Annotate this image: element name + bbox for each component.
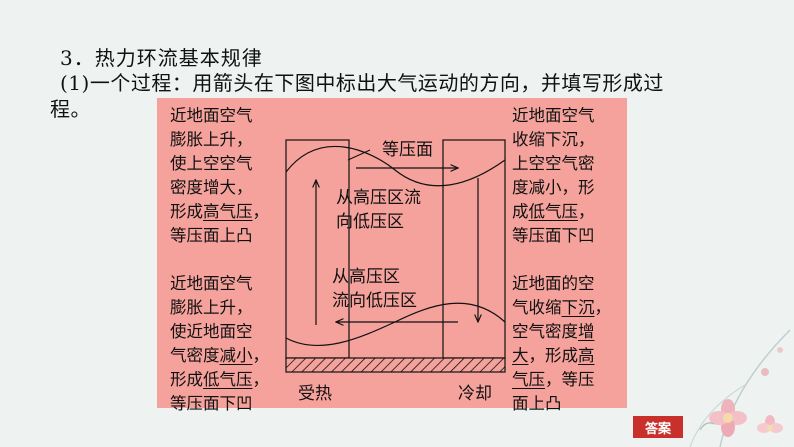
heated-label: 受热 bbox=[298, 384, 332, 404]
top-right-explanation: 近地面空气 收缩下沉， 上空空气密 度减小，形 成低气压， 等压面下凹 bbox=[512, 104, 595, 248]
upper-isobar-curve bbox=[285, 145, 506, 187]
text-line: 近地面空气 bbox=[170, 274, 253, 293]
text-fragment: 成 bbox=[512, 202, 529, 221]
text-line: 使近地面空 bbox=[170, 322, 253, 341]
text-line: 近地面的空 bbox=[512, 274, 595, 293]
text-fragment: ， bbox=[578, 202, 595, 221]
section-heading: 3．热力环流基本规律 bbox=[60, 46, 263, 70]
answer-fill: 大 bbox=[512, 346, 529, 365]
answer-fill: 下沉 bbox=[561, 298, 595, 317]
answer-fill: 增 bbox=[578, 322, 595, 341]
text-fragment: ，形成 bbox=[528, 346, 579, 365]
text-fragment: ， bbox=[252, 370, 270, 389]
text-line: 等压面下凹 bbox=[170, 394, 253, 413]
text-line: 等压面上凸 bbox=[170, 226, 253, 245]
upper-flow-label-1: 从高压区流 bbox=[336, 188, 421, 208]
text-line: 近地面空气 bbox=[512, 106, 595, 125]
ground-hatch bbox=[285, 357, 506, 373]
text-fragment: 形成 bbox=[170, 370, 203, 389]
text-fragment: 气收缩 bbox=[512, 298, 562, 317]
lower-flow-label-1: 从高压区 bbox=[332, 267, 400, 287]
answer-fill: 低气压 bbox=[528, 202, 579, 221]
text-line: 近地面空气 bbox=[170, 106, 253, 125]
text-fragment: 气密度 bbox=[170, 346, 220, 365]
text-line: 膨胀上升， bbox=[170, 130, 253, 149]
text-line: 膨胀上升， bbox=[170, 298, 253, 317]
upper-flow-label-2: 向低压区 bbox=[336, 212, 404, 232]
text-fragment: ， bbox=[594, 298, 612, 317]
text-line: 密度增大， bbox=[170, 178, 253, 197]
text-line: 度减小，形 bbox=[512, 178, 595, 197]
text-line: 等压面下凹 bbox=[512, 226, 595, 245]
answer-button[interactable]: 答案 bbox=[633, 416, 683, 438]
lower-flow-label-2: 流向低压区 bbox=[332, 291, 417, 311]
answer-fill: 低气压 bbox=[203, 370, 253, 389]
cooled-label: 冷却 bbox=[458, 384, 492, 404]
text-fragment: 空气密度 bbox=[512, 322, 578, 341]
bottom-left-explanation: 近地面空气 膨胀上升， 使近地面空 气密度减小， 形成低气压， 等压面下凹 bbox=[170, 272, 269, 416]
top-left-explanation: 近地面空气 膨胀上升， 使上空空气 密度增大， 形成高气压， 等压面上凸 bbox=[170, 104, 269, 248]
text-fragment: ， bbox=[252, 346, 270, 365]
task-line-1: (1)一个过程：用箭头在下图中标出大气运动的方向，并填写形成过 bbox=[60, 71, 664, 95]
text-line: 使上空空气 bbox=[170, 154, 253, 173]
isobar-label: 等压面 bbox=[382, 140, 433, 160]
answer-fill: 气压 bbox=[512, 370, 545, 389]
answer-fill: 减小 bbox=[219, 346, 253, 365]
answer-fill: 高 bbox=[578, 346, 595, 365]
text-fragment: 形成 bbox=[170, 202, 203, 221]
diagram-panel bbox=[157, 98, 627, 408]
text-fragment: ，等压 bbox=[545, 370, 595, 389]
bottom-right-explanation: 近地面的空 气收缩下沉， 空气密度增 大，形成高 气压，等压 面上凸 bbox=[512, 272, 611, 416]
text-line: 面上凸 bbox=[512, 394, 562, 413]
task-instruction: (1)一个过程：用箭头在下图中标出大气运动的方向，并填写形成过 程。 bbox=[50, 70, 760, 122]
text-line: 上空空气密 bbox=[512, 154, 595, 173]
isobar-leader-line bbox=[347, 149, 371, 161]
text-fragment: ， bbox=[252, 202, 270, 221]
task-line-2: 程。 bbox=[50, 97, 91, 121]
text-line: 收缩下沉， bbox=[512, 130, 595, 149]
answer-fill: 高气压 bbox=[203, 202, 253, 221]
